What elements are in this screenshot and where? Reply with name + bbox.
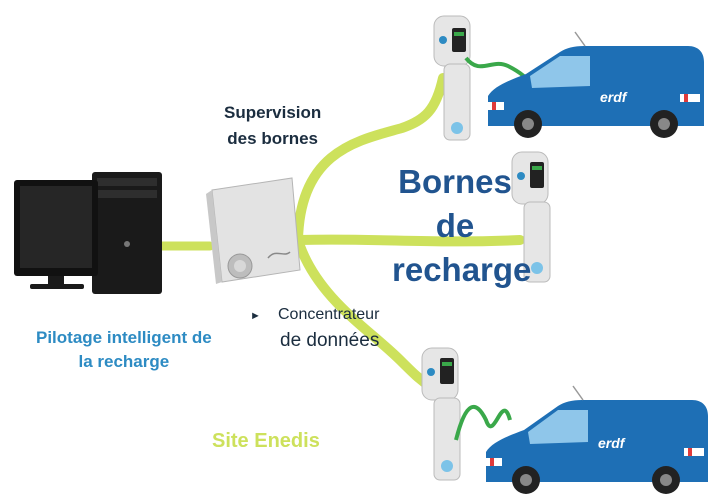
van-top: [488, 31, 704, 138]
label-bornes-line3: recharge: [392, 251, 532, 288]
label-supervision-line1: Supervision: [224, 103, 322, 122]
label-concentrateur: Concentrateur: [278, 306, 380, 323]
van-top-logo: erdf: [600, 89, 628, 105]
label-pilotage-line2: la recharge: [78, 352, 170, 371]
data-concentrator-box: [206, 177, 301, 284]
label-supervision-line2: des bornes: [227, 129, 318, 148]
charging-station-bottom: [421, 347, 461, 481]
label-bornes-line2: de: [435, 207, 475, 244]
computer-tower: [92, 172, 162, 294]
van-bottom-logo: erdf: [598, 435, 626, 451]
cable-concentrator-bottom-station: [295, 241, 437, 393]
data-cables: [155, 73, 525, 393]
label-site-enedis: Site Enedis: [212, 430, 320, 452]
charging-station-middle: [511, 151, 551, 283]
cable-concentrator-top-station: [293, 73, 448, 245]
label-bornes-de-recharge: Bornes de recharge: [392, 160, 532, 292]
label-bornes-line1: Bornes: [398, 163, 512, 200]
label-pilotage-line1: Pilotage intelligent de: [36, 328, 212, 347]
cable-concentrator-middle-station: [295, 234, 525, 247]
label-de-donnees: de données: [280, 330, 380, 351]
desktop-computer: [14, 172, 162, 294]
bullet-arrow-icon: ►: [250, 310, 261, 322]
label-pilotage-intelligent: Pilotage intelligent de la recharge: [36, 326, 212, 374]
charge-cable-bottom: [454, 404, 512, 441]
van-bottom: [486, 385, 708, 494]
charging-station-top: [433, 15, 471, 141]
label-supervision-des-bornes: Supervision des bornes: [224, 100, 321, 152]
